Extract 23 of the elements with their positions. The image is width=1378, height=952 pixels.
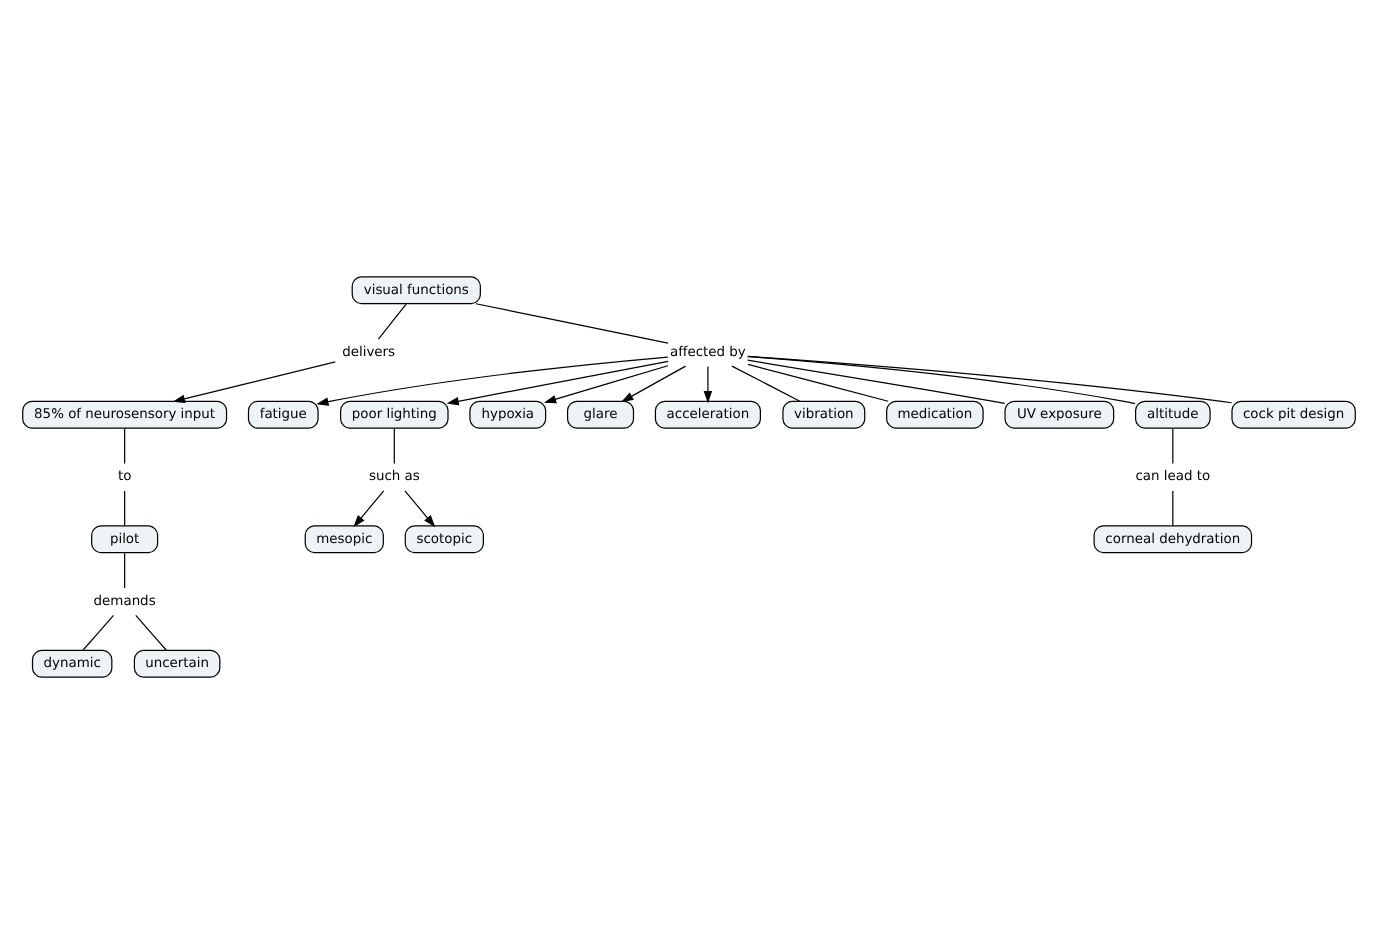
- arrow: [621, 364, 687, 402]
- connector: [124, 489, 126, 526]
- connector: [135, 613, 167, 650]
- connector: [1172, 427, 1174, 464]
- connector: [747, 362, 889, 401]
- connector: [377, 302, 407, 339]
- arrow: [353, 489, 385, 527]
- connector: [747, 358, 1006, 403]
- arrow: [446, 359, 669, 405]
- connector: [124, 427, 126, 464]
- arrow: [543, 364, 669, 403]
- connector: [82, 613, 115, 650]
- arrow: [172, 360, 336, 402]
- arrow: [404, 489, 436, 527]
- connector: [731, 364, 801, 401]
- connector: [747, 354, 1233, 403]
- arrow: [703, 364, 713, 403]
- connector: [1172, 489, 1174, 526]
- connector: [124, 551, 126, 588]
- connector: [475, 302, 669, 343]
- arrow: [316, 355, 669, 405]
- connector: [747, 354, 1136, 404]
- connector: [393, 427, 395, 464]
